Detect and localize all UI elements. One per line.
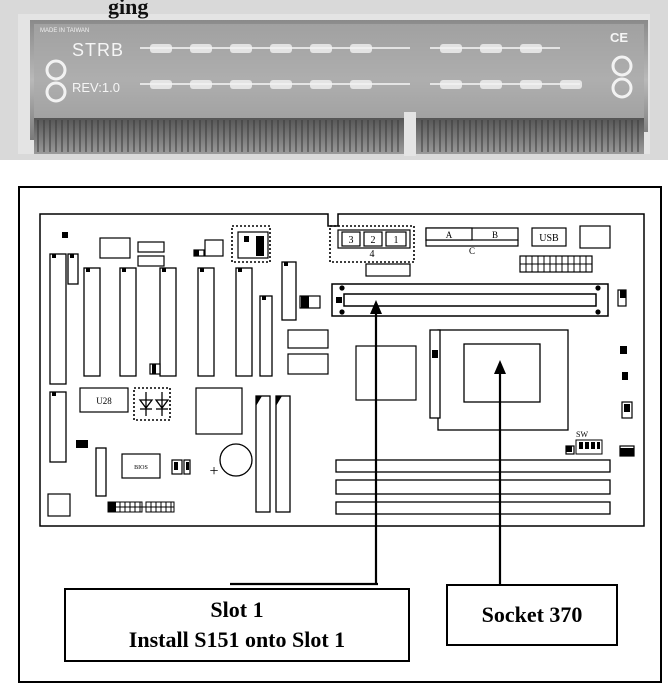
diode-symbols — [138, 392, 170, 416]
slot1-arrow — [230, 312, 378, 586]
u28-chip — [79, 387, 129, 413]
photo-heading-fragment: ging — [108, 0, 149, 19]
bios-chip — [121, 453, 161, 479]
top-connectors — [337, 227, 567, 249]
slot1-callout-box: Slot 1 Install S151 onto Slot 1 — [64, 588, 410, 662]
diagram-frame — [18, 186, 662, 683]
slot-notches — [52, 254, 288, 406]
photo-made-in-text: MADE IN TAIWAN — [40, 28, 90, 34]
photo-rev-label: REV:1.0 — [72, 80, 120, 95]
slot1-callout-subtitle: Install S151 onto Slot 1 — [128, 627, 346, 652]
bios-label: BIOS — [134, 465, 148, 471]
jumper-highlight-box — [231, 225, 271, 263]
riser-card-photo: ging MADE IN TAIWAN STRB REV:1.0 CE — [0, 0, 668, 160]
connector-label-4: 4 — [370, 249, 375, 260]
battery-plus-sign: + — [209, 463, 218, 480]
slot-1-holes — [336, 285, 601, 315]
dimm-slots — [335, 459, 611, 515]
usb-label: USB — [539, 233, 559, 244]
board-outline — [39, 213, 645, 527]
u28-label: U28 — [96, 396, 112, 406]
sw-label: SW — [576, 430, 588, 439]
connector-label-3: 3 — [349, 235, 354, 246]
port-label-a: A — [446, 230, 453, 240]
sw-switch-keys — [579, 442, 600, 449]
connector-highlight-box — [329, 225, 415, 263]
photo-board-label: STRB — [72, 40, 125, 60]
socket-callout-box: Socket 370 — [446, 584, 618, 646]
connector-label-1: 1 — [394, 235, 399, 246]
riser-card-graphic — [0, 0, 668, 160]
socket-arrowhead — [494, 360, 506, 374]
port-label-b: B — [492, 230, 498, 240]
port-label-c: C — [469, 246, 475, 256]
slot1-arrowhead — [370, 300, 382, 314]
connector-label-2: 2 — [371, 235, 376, 246]
battery — [219, 443, 253, 477]
isa-slots — [49, 253, 297, 513]
socket-callout-label: Socket 370 — [481, 602, 583, 627]
small-filled-marks — [62, 232, 634, 470]
slot1-callout-title: Slot 1 — [210, 597, 264, 622]
photo-ce-mark: CE — [610, 30, 629, 45]
diode-highlight-box — [133, 387, 171, 421]
